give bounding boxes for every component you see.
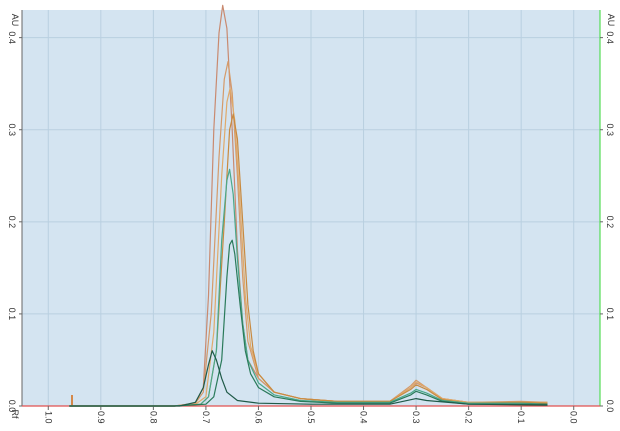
- y-tick-label-right: 0.3: [605, 123, 615, 136]
- y-tick-label-left: 0.0: [7, 400, 17, 413]
- x-tick-label: 0.7: [201, 411, 211, 424]
- tick-label-layer: 1.0 0.9 0.8 0.7 0.6 0.5 0.4 0.3 0.2 0.1 0.0 0.0 0.0 0…: [7, 31, 615, 423]
- y-tick-label-left: 0.1: [7, 308, 17, 321]
- y-tick-label-right: 0.4: [605, 31, 615, 44]
- x-tick-label: 0.0: [569, 411, 579, 424]
- x-tick-label: 0.9: [96, 411, 106, 424]
- y-tick-label-left: 0.2: [7, 216, 17, 229]
- y-tick-label-left: 0.4: [7, 31, 17, 44]
- x-tick-label: 0.3: [411, 411, 421, 424]
- y-axis-unit-label-right: AU: [606, 14, 616, 27]
- x-tick-label: 1.0: [43, 411, 53, 424]
- x-tick-label: 0.1: [516, 411, 526, 424]
- x-axis-label: Rf: [10, 410, 20, 419]
- x-tick-label: 0.5: [306, 411, 316, 424]
- x-tick-label: 0.8: [148, 411, 158, 424]
- y-tick-label-right: 0.1: [605, 308, 615, 321]
- y-tick-label-left: 0.3: [7, 123, 17, 136]
- y-tick-label-right: 0.2: [605, 216, 615, 229]
- series-layer: [69, 4, 548, 407]
- series-line: [69, 239, 548, 407]
- x-tick-label: 0.6: [253, 411, 263, 424]
- y-axis-unit-label-left: AU: [10, 14, 20, 27]
- series-line: [69, 87, 548, 407]
- grid-layer: [22, 10, 600, 406]
- x-tick-label: 0.4: [359, 411, 369, 424]
- y-tick-label-right: 0.0: [605, 400, 615, 413]
- series-line: [69, 350, 548, 407]
- x-tick-label: 0.2: [464, 411, 474, 424]
